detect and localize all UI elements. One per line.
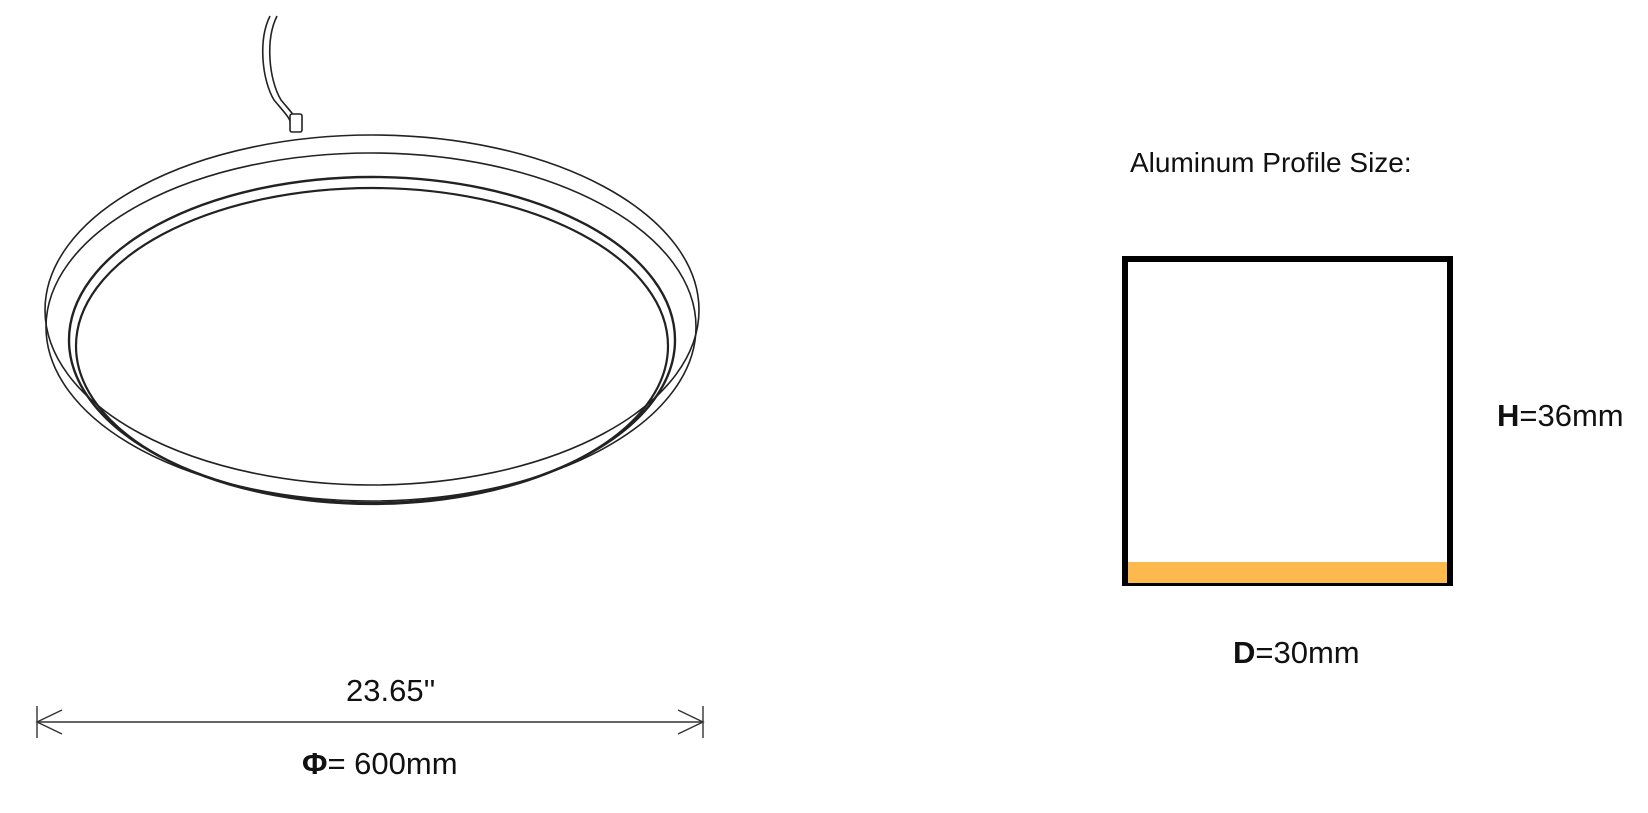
height-symbol: H [1497, 398, 1520, 433]
height-label: H=36mm [1497, 398, 1624, 434]
phi-symbol: Φ [302, 746, 328, 781]
ring-outer-top-edge [44, 134, 700, 486]
diameter-mm-label: Φ= 600mm [302, 746, 458, 782]
cable-connector [289, 113, 303, 133]
ring-inner-edge [74, 186, 670, 506]
height-value: =36mm [1519, 398, 1624, 433]
profile-light-strip [1128, 562, 1447, 583]
depth-value: =30mm [1255, 635, 1360, 670]
suspension-cable [261, 15, 292, 125]
ring-outer-bottom-edge [45, 152, 697, 502]
profile-title: Aluminum Profile Size: [1130, 147, 1412, 178]
depth-label: D=30mm [1233, 635, 1360, 671]
dimension-right-arrow [677, 709, 705, 735]
suspension-cable-edge [268, 15, 299, 125]
ring-inner-outer-edge [67, 175, 677, 505]
depth-symbol: D [1233, 635, 1256, 670]
dimension-left-arrow [35, 709, 63, 735]
diameter-inches-label: 23.65'' [346, 673, 436, 708]
diameter-mm-value: = 600mm [327, 746, 458, 781]
profile-outline [1122, 256, 1453, 586]
